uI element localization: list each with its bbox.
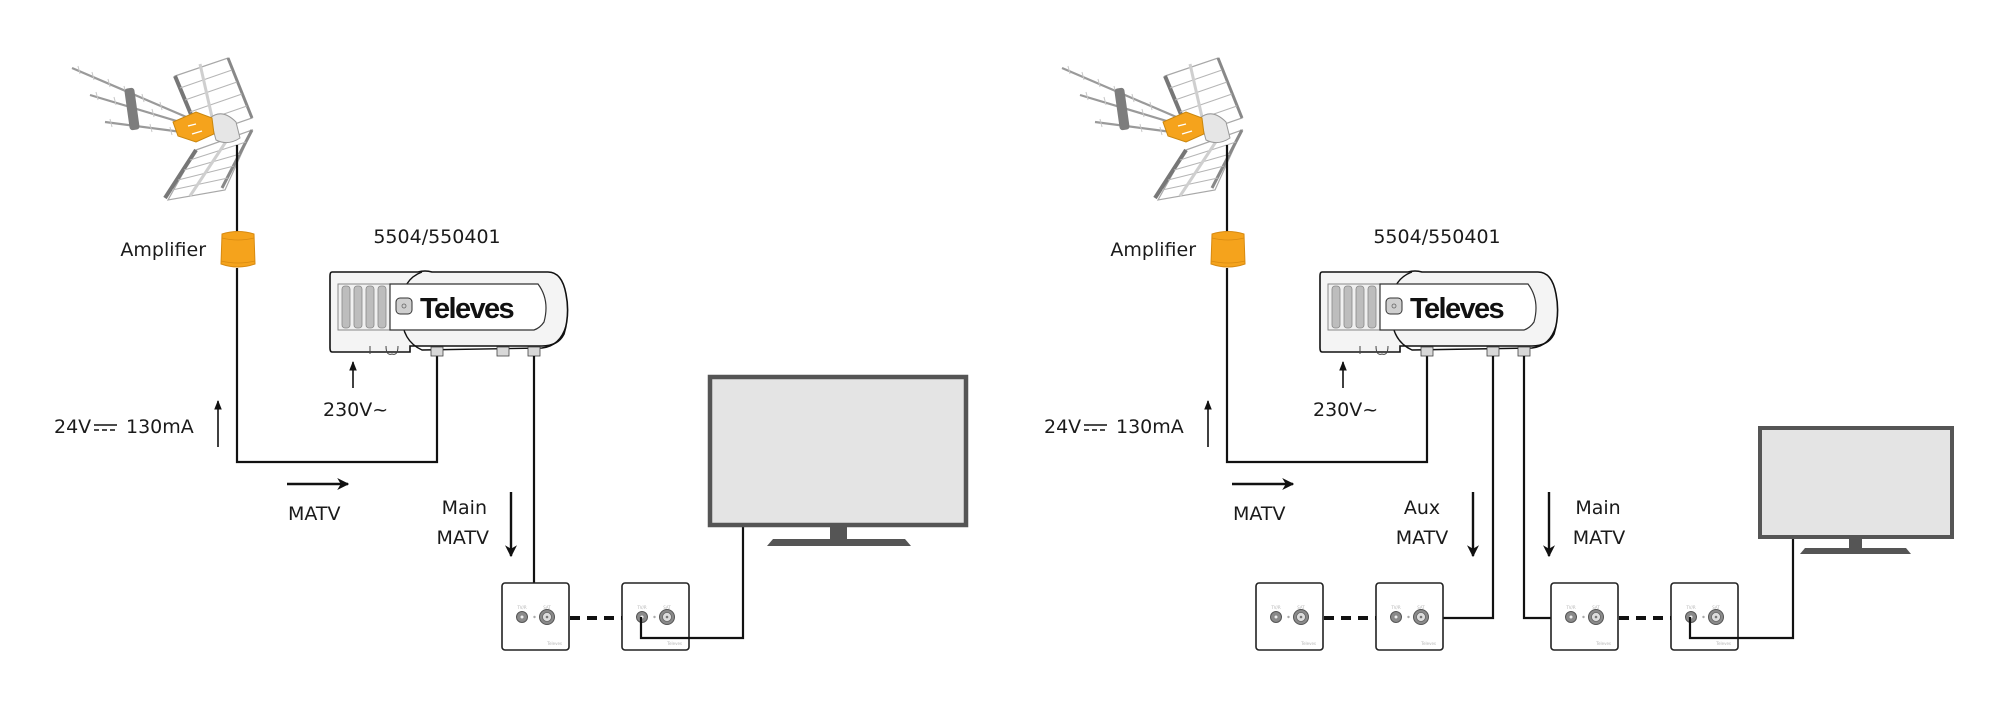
tv-cable (1688, 538, 1795, 640)
svg-text:24V: 24V (54, 416, 91, 438)
main-output-label-line1: Main (1575, 497, 1620, 519)
socket-sat-label: SAT (1417, 605, 1425, 610)
socket-sat-label: SAT (543, 605, 551, 610)
mast-amplifier-icon (1210, 231, 1246, 268)
tv-cable (639, 526, 745, 640)
mains-label: 230V~ (323, 399, 388, 421)
feed-cable (1225, 268, 1429, 464)
power-supply-label: 24V 130mA (1044, 416, 1184, 438)
socket-brand: Televes (1420, 641, 1436, 646)
mains-label: 230V~ (1313, 399, 1378, 421)
socket-brand: Televes (1595, 641, 1611, 646)
wall-socket: TV/R SAT Televes (1255, 582, 1324, 651)
main-output-label-line2: MATV (436, 527, 489, 549)
televes-amplifier-device: Televes (1319, 270, 1559, 357)
power-supply-label: 24V 130mA (54, 416, 194, 438)
socket-sat-label: SAT (1592, 605, 1600, 610)
aux-output-cable (1443, 356, 1495, 620)
wall-socket: TV/R SAT Televes (1550, 582, 1619, 651)
dc-symbol (94, 424, 117, 431)
socket-sat-label: SAT (663, 605, 671, 610)
socket-tv-label: TV/R (1565, 605, 1576, 610)
aux-output-connector (496, 346, 510, 357)
amplifier-label: Amplifier (1110, 239, 1196, 261)
main-output-label-line2: MATV (1573, 527, 1626, 549)
socket-tv-label: TV/R (1390, 605, 1401, 610)
socket-sat-label: SAT (1712, 605, 1720, 610)
amplifier-label: Amplifier (120, 239, 206, 261)
socket-sat-label: SAT (1297, 605, 1305, 610)
wall-socket: TV/R SAT Televes (1670, 582, 1739, 651)
feed-cable (235, 268, 439, 464)
socket-brand: Televes (1300, 641, 1316, 646)
television-icon (1758, 426, 1954, 554)
device-model-label: 5504/550401 (1373, 226, 1500, 248)
aux-output-label-line1: Aux (1404, 497, 1440, 519)
main-output-connector (527, 346, 541, 357)
television-icon (707, 374, 969, 546)
matv-flow-label: MATV (288, 503, 341, 525)
socket-brand: Televes (666, 641, 682, 646)
device-brand-logo: Televes (1410, 293, 1504, 325)
socket-brand: Televes (1715, 641, 1731, 646)
wall-socket: TV/R SAT Televes (621, 582, 690, 651)
led-indicator-icon (395, 297, 413, 315)
socket-tv-label: TV/R (636, 605, 647, 610)
main-output-label-line1: Main (442, 497, 487, 519)
aux-output-connector (1486, 346, 1500, 357)
svg-text:130mA: 130mA (1116, 416, 1184, 438)
input-connector (430, 346, 444, 357)
socket-tv-label: TV/R (1270, 605, 1281, 610)
device-model-label: 5504/550401 (373, 226, 500, 248)
aux-output-label-line2: MATV (1396, 527, 1449, 549)
device-brand-logo: Televes (420, 293, 514, 325)
svg-text:130mA: 130mA (126, 416, 194, 438)
socket-tv-label: TV/R (1685, 605, 1696, 610)
svg-text:24V: 24V (1044, 416, 1081, 438)
uhf-antenna-icon (71, 57, 254, 201)
input-connector (1420, 346, 1434, 357)
mast-amplifier-icon (220, 231, 256, 268)
diagram-single-output: Amplifier 24V 130mA MATV 5504/550401 (54, 57, 969, 651)
socket-tv-label: TV/R (516, 605, 527, 610)
uhf-antenna-icon (1061, 57, 1244, 201)
socket-brand: Televes (546, 641, 562, 646)
dc-symbol (1084, 424, 1107, 431)
main-output-connector (1517, 346, 1531, 357)
wall-socket: TV/R SAT Televes (501, 582, 570, 651)
main-output-cable (1522, 356, 1551, 620)
wall-socket: TV/R SAT Televes (1375, 582, 1444, 651)
televes-amplifier-device: Televes (329, 270, 569, 357)
led-indicator-icon (1385, 297, 1403, 315)
diagram-dual-output: Amplifier 24V 130mA MATV 5504/550401 (1044, 57, 1954, 651)
matv-flow-label: MATV (1233, 503, 1286, 525)
